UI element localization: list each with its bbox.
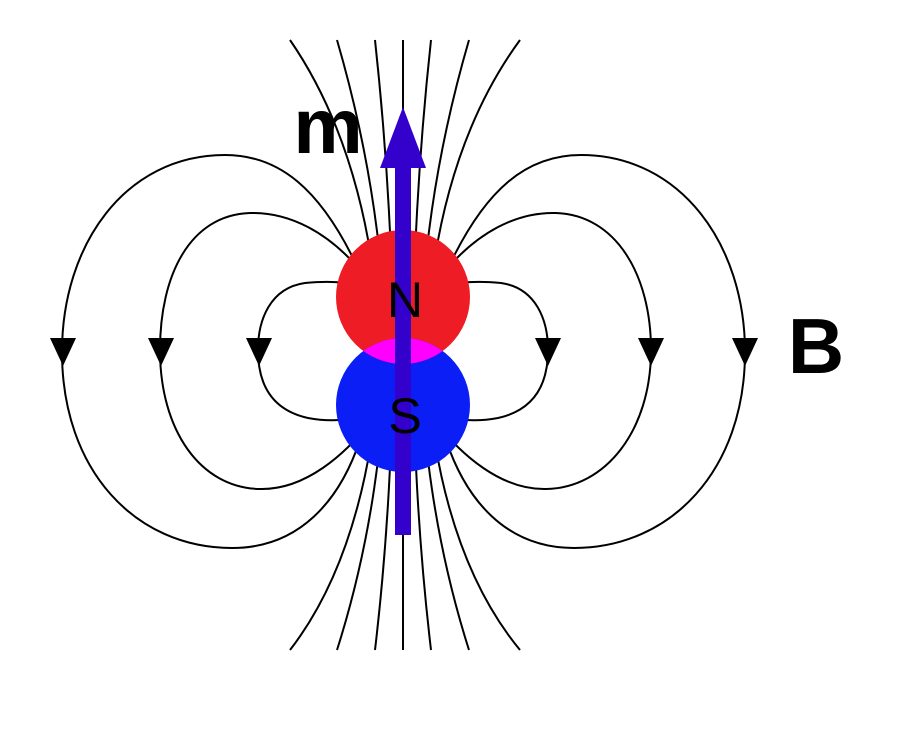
magnetic-field-label: B	[788, 302, 844, 390]
field-arrow-right-inner	[535, 338, 561, 366]
left-field-loop-middle	[158, 211, 373, 491]
field-arrow-right-outer	[732, 338, 758, 366]
field-arrow-left-middle	[148, 338, 174, 366]
south-pole-label: S	[388, 388, 421, 444]
field-arrow-right-middle	[638, 338, 664, 366]
north-pole-label: N	[387, 272, 423, 328]
right-field-loops	[415, 153, 747, 550]
field-arrow-left-inner	[246, 338, 272, 366]
magnetic-moment-label: m	[293, 82, 362, 170]
right-field-loop-outer	[445, 153, 747, 550]
magnetic-moment-arrow	[380, 107, 426, 535]
moment-arrow-shaft	[395, 160, 411, 535]
field-direction-arrows	[50, 338, 758, 366]
left-field-loop-outer	[60, 153, 361, 550]
field-arrow-left-outer	[50, 338, 76, 366]
moment-arrow-head	[380, 107, 426, 168]
left-field-loops	[60, 153, 391, 550]
